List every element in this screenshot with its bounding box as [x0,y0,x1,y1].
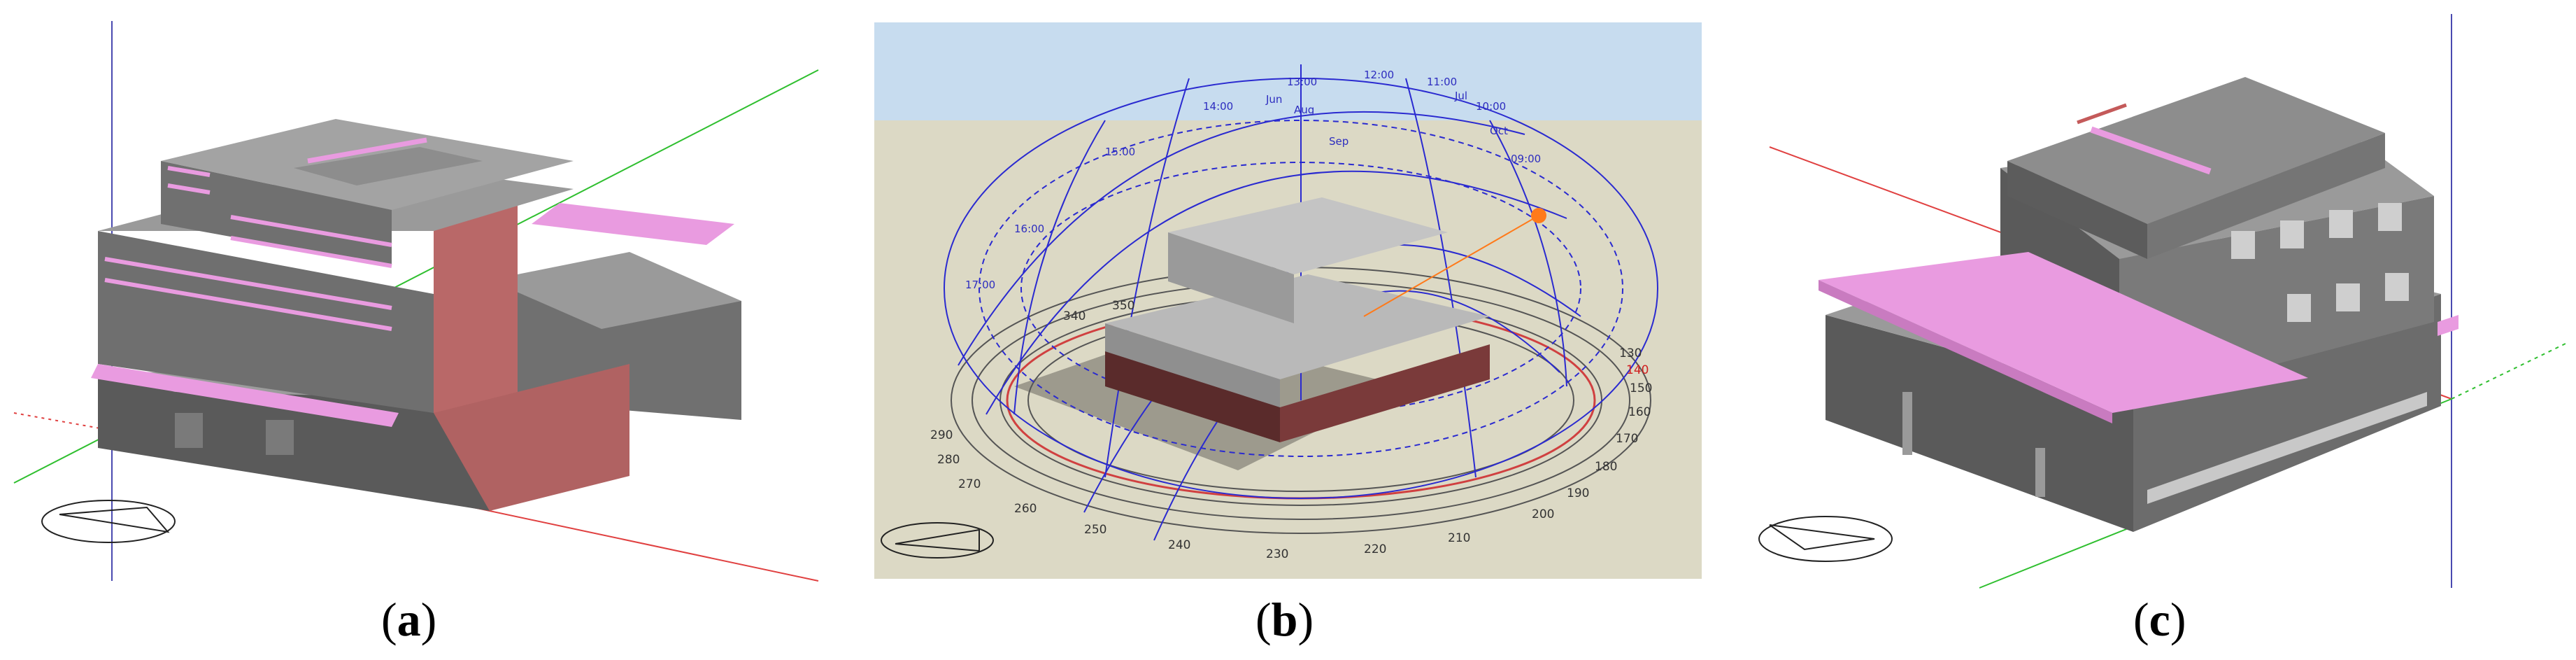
azimuth-label: 250 [1084,523,1106,537]
canopy-edge [1819,280,2112,423]
hour-label: 11:00 [1427,76,1457,88]
upper-floor-top [2007,77,2385,224]
azimuth-label: 160 [1628,405,1651,419]
compass [881,522,994,559]
model-mid-floors [1105,274,1490,379]
model-brick-base-side [1280,344,1490,442]
upper-floor-front [161,161,392,266]
hour-label: 10:00 [1476,100,1506,113]
compass-needle [59,506,170,533]
azimuth-label: 130 [1619,346,1642,360]
roof-parapet [2077,103,2127,125]
azimuth-label: 260 [1014,502,1037,516]
azimuth-label: 240 [1168,538,1190,552]
model-upper-front [1168,232,1294,323]
sky [874,22,1702,120]
azimuth-label: 350 [1112,299,1134,313]
tower-windows [2231,203,2409,322]
panel-c-building-model [1728,0,2576,602]
model-upper-floor [1168,197,1448,274]
podium-front [1826,315,2133,532]
compass [1758,516,1893,562]
month-label: Aug [1294,104,1314,116]
podium-door [2035,448,2045,497]
azimuth-label: 220 [1364,542,1386,556]
podium-canopy [91,364,399,427]
canopy-shade [1819,252,2308,413]
roof-shade-strip [307,137,427,164]
hour-label: 12:00 [1364,69,1394,81]
podium-door [1902,392,1912,455]
podium-door [175,413,203,448]
panel-c-drawing [1758,14,2568,589]
panel-b-sunpath-diagram: 130 140 150 160 170 180 190 200 210 220 … [874,22,1702,579]
caption-a: (a) [381,593,437,646]
azimuth-label: 210 [1448,531,1470,545]
azimuth-label: 150 [1630,381,1652,395]
shading-fins [104,166,392,331]
panel-a-building-model [0,0,846,602]
annex-top [490,252,741,329]
hour-label: 17:00 [965,279,995,291]
podium-door [266,420,294,455]
hour-label: 13:00 [1287,76,1317,88]
hour-label: 16:00 [1014,223,1044,235]
month-label: Jun [1265,93,1282,106]
compass-needle [895,528,980,552]
azimuth-label: 230 [1266,547,1288,561]
month-label: Sep [1329,135,1349,148]
azimuth-label: 340 [1063,309,1086,323]
sun-ray [1363,215,1539,317]
y-axis-negative [2451,342,2568,400]
model-brick-base [1105,351,1280,442]
compass [41,500,176,543]
hour-label: 14:00 [1203,100,1233,113]
hour-label: 09:00 [1511,153,1541,165]
azimuth-label: 200 [1532,507,1554,521]
azimuth-label: 170 [1616,432,1638,446]
panel-b-drawing: 130 140 150 160 170 180 190 200 210 220 … [874,22,1702,579]
azimuth-label: 180 [1595,460,1617,474]
azimuth-label: 280 [937,453,960,467]
azimuth-label: 290 [930,428,953,442]
roof-shade-pink [532,203,734,245]
adjacent-wall [434,196,518,413]
upper-floor-front [2007,161,2147,259]
caption-b: (b) [1255,593,1314,646]
roof-box [294,147,483,185]
model-mid-front [1105,323,1280,414]
azimuth-label: 190 [1567,486,1589,500]
x-axis-negative [13,412,113,431]
azimuth-label: 270 [958,477,981,491]
podium-window-band [2147,392,2427,504]
roof-shade-strip [2090,126,2212,175]
adjacent-wall-lower [434,364,629,511]
main-front [98,231,434,413]
caption-c: (c) [2133,593,2186,646]
month-label: Oct [1490,125,1508,137]
azimuth-label-highlight: 140 [1626,363,1649,377]
panel-a-drawing [13,21,819,582]
compass-needle [1769,524,1875,551]
month-label: Jul [1454,90,1467,102]
hour-label: 15:00 [1105,146,1135,158]
upper-floor-side [2147,133,2385,259]
side-shade [2438,315,2458,336]
